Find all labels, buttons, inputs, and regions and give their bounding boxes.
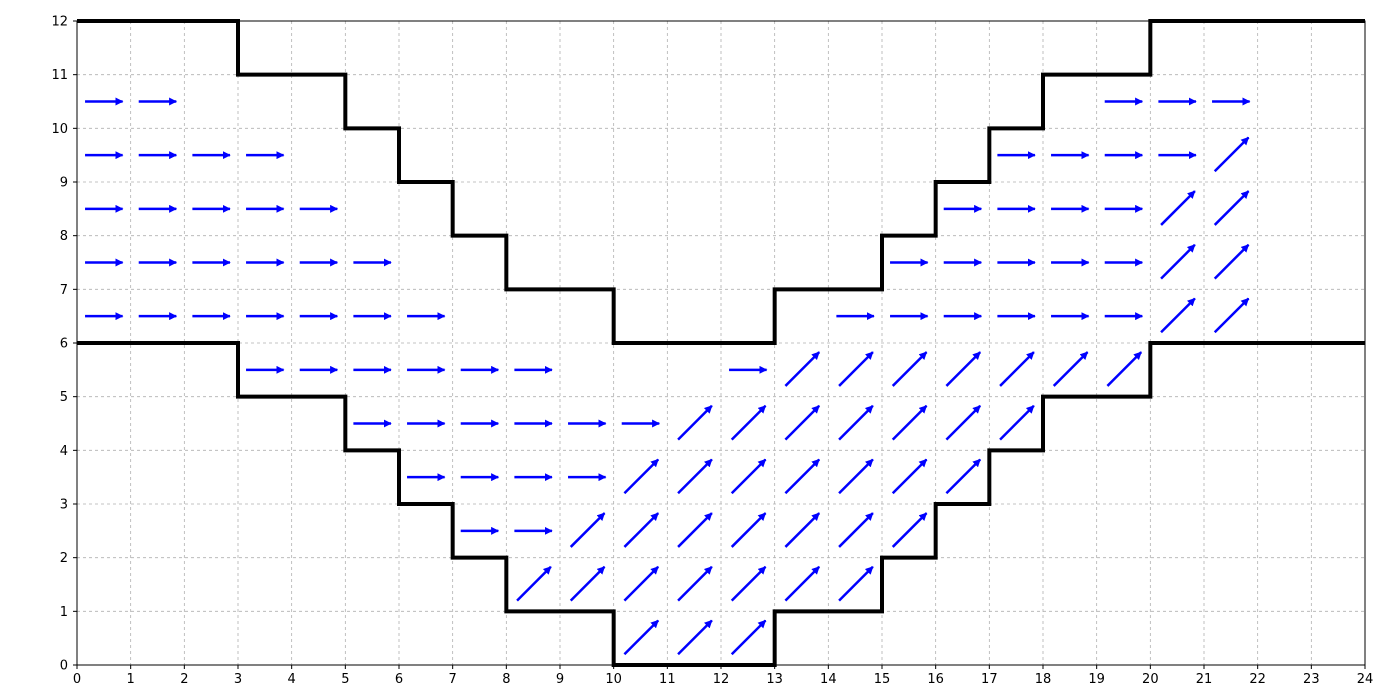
arrow-diagonal (730, 458, 767, 495)
x-tick-label: 22 (1249, 672, 1266, 687)
arrow-diagonal (677, 619, 713, 656)
y-tick-label: 10 (51, 122, 68, 137)
arrow-diagonal (891, 512, 928, 548)
x-tick-label: 1 (127, 672, 135, 687)
arrow-diagonal (784, 351, 821, 387)
arrow-diagonal (677, 404, 713, 441)
x-tick-label: 20 (1142, 672, 1159, 687)
arrow-diagonal (623, 512, 660, 548)
x-tick-label: 16 (927, 672, 944, 687)
y-tick-label: 4 (60, 444, 68, 459)
arrow-diagonal (569, 512, 606, 548)
x-tick-label: 12 (713, 672, 730, 687)
arrow-diagonal (1213, 136, 1250, 173)
x-tick-label: 19 (1088, 672, 1105, 687)
x-tick-label: 24 (1357, 672, 1374, 687)
arrow-diagonal (1213, 297, 1250, 334)
y-tick-label: 12 (51, 15, 68, 30)
x-tick-label: 23 (1303, 672, 1320, 687)
arrow-diagonal (945, 404, 982, 441)
x-tick-label: 14 (820, 672, 837, 687)
arrow-diagonal (999, 404, 1035, 441)
x-tick-label: 5 (341, 672, 349, 687)
arrow-diagonal (1160, 243, 1196, 280)
x-tick-label: 21 (1196, 672, 1213, 687)
arrow-diagonal (838, 565, 874, 602)
x-tick-label: 8 (502, 672, 510, 687)
vector-field (85, 97, 1251, 656)
arrow-diagonal (623, 619, 660, 656)
x-tick-label: 18 (1035, 672, 1052, 687)
arrow-diagonal (623, 565, 660, 602)
y-tick-label: 11 (51, 68, 68, 83)
x-tick-label: 2 (180, 672, 188, 687)
arrow-diagonal (838, 351, 874, 387)
arrow-diagonal (838, 458, 874, 495)
x-tick-label: 7 (449, 672, 457, 687)
y-tick-label: 8 (60, 229, 68, 244)
arrow-diagonal (891, 458, 928, 495)
arrow-diagonal (730, 565, 767, 602)
arrow-diagonal (623, 458, 660, 495)
y-tick-label: 5 (60, 390, 68, 405)
y-tick-label: 2 (60, 551, 68, 566)
arrow-diagonal (516, 565, 552, 602)
arrow-diagonal (999, 351, 1035, 387)
x-tick-label: 15 (874, 672, 891, 687)
y-tick-label: 0 (60, 659, 68, 674)
arrow-diagonal (784, 512, 821, 548)
arrow-diagonal (730, 404, 767, 441)
arrow-diagonal (838, 512, 874, 548)
x-tick-label: 13 (766, 672, 783, 687)
arrow-diagonal (1052, 351, 1089, 387)
x-tick-label: 4 (288, 672, 296, 687)
arrow-diagonal (569, 565, 606, 602)
x-tick-label: 11 (659, 672, 676, 687)
arrow-diagonal (730, 619, 767, 656)
arrow-diagonal (730, 512, 767, 548)
arrow-diagonal (1160, 190, 1196, 226)
x-tick-label: 10 (605, 672, 622, 687)
arrow-diagonal (677, 512, 713, 548)
arrow-diagonal (891, 404, 928, 441)
arrow-diagonal (677, 565, 713, 602)
y-tick-label: 1 (60, 605, 68, 620)
y-tick-label: 6 (60, 337, 68, 352)
arrow-diagonal (784, 565, 821, 602)
y-tick-label: 7 (60, 283, 68, 298)
upper-boundary (77, 19, 1365, 345)
y-tick-label: 9 (60, 176, 68, 191)
arrow-diagonal (784, 404, 821, 441)
y-tick-label: 3 (60, 498, 68, 513)
arrow-diagonal (1213, 190, 1250, 226)
x-tick-label: 6 (395, 672, 403, 687)
arrow-diagonal (1106, 351, 1143, 387)
arrow-diagonal (838, 404, 874, 441)
x-tick-label: 0 (73, 672, 81, 687)
x-tick-label: 3 (234, 672, 242, 687)
arrow-diagonal (945, 351, 982, 387)
x-tick-label: 17 (981, 672, 998, 687)
arrow-diagonal (784, 458, 821, 495)
arrow-diagonal (891, 351, 928, 387)
arrow-diagonal (945, 458, 982, 495)
arrow-diagonal (1160, 297, 1196, 334)
arrow-diagonal (677, 458, 713, 495)
arrow-diagonal (1213, 243, 1250, 280)
x-tick-label: 9 (556, 672, 564, 687)
